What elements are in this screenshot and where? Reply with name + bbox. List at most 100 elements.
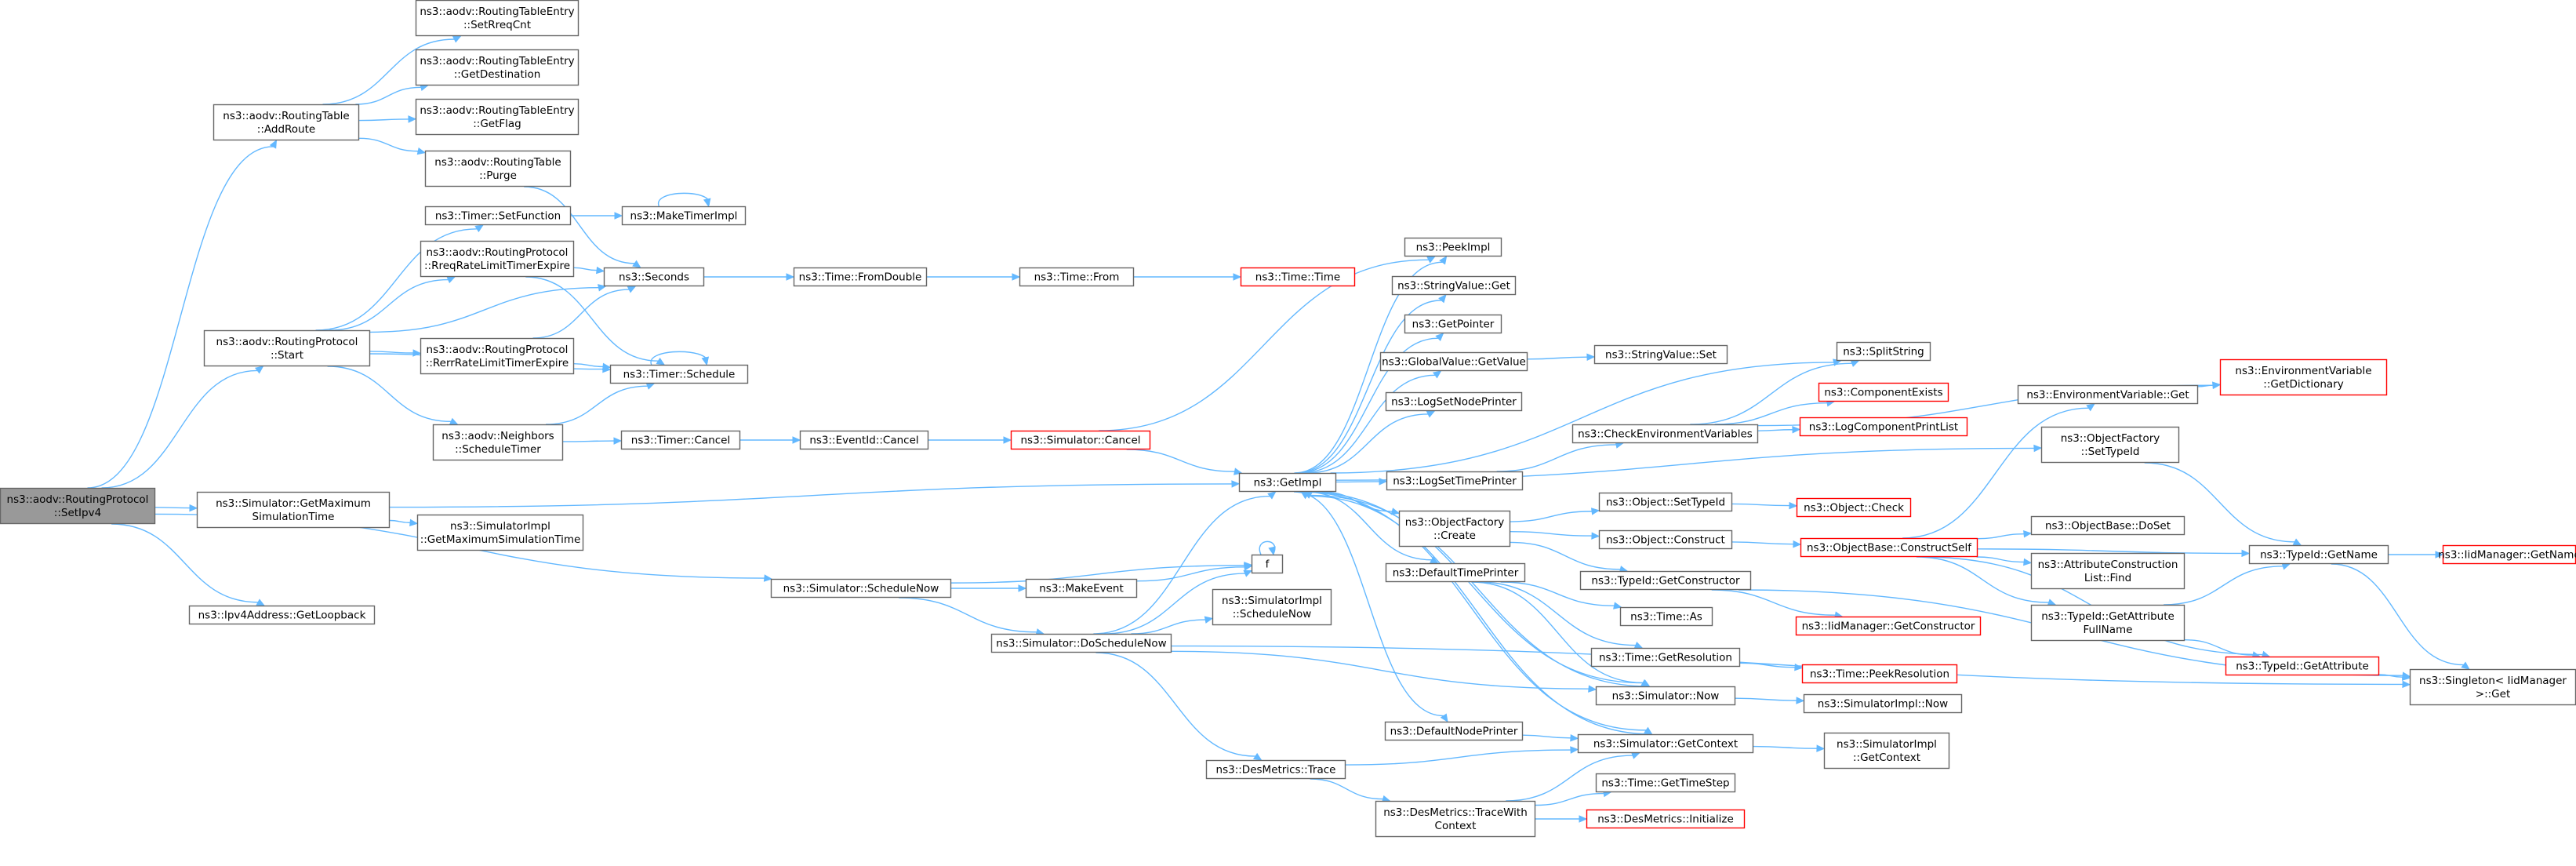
node-iidgetname[interactable]: ns3::IidManager::GetName bbox=[2438, 544, 2576, 565]
node-box[interactable] bbox=[1823, 732, 1950, 770]
node-box[interactable] bbox=[1379, 351, 1528, 372]
node-box[interactable] bbox=[424, 150, 572, 187]
node-box[interactable] bbox=[1577, 733, 1754, 754]
node-box[interactable] bbox=[1619, 606, 1713, 627]
node-box[interactable] bbox=[1800, 537, 1978, 558]
node-box[interactable] bbox=[1593, 344, 1728, 365]
node-getmaxsim[interactable]: ns3::Simulator::GetMaximumSimulationTime bbox=[196, 491, 391, 529]
node-box[interactable] bbox=[420, 240, 575, 278]
node-box[interactable] bbox=[1251, 554, 1284, 574]
node-box[interactable] bbox=[799, 430, 929, 450]
node-dosset[interactable]: ns3::ObjectBase::DoSet bbox=[2030, 515, 2185, 536]
node-box[interactable] bbox=[196, 491, 391, 529]
node-getloopback[interactable]: ns3::Ipv4Address::GetLoopback bbox=[188, 605, 376, 625]
node-box[interactable] bbox=[1795, 616, 1982, 636]
node-box[interactable] bbox=[1205, 759, 1346, 780]
node-box[interactable] bbox=[621, 206, 747, 226]
node-peekimpl[interactable]: ns3::PeekImpl bbox=[1404, 237, 1502, 257]
node-logcomplist[interactable]: ns3::LogComponentPrintList bbox=[1799, 417, 1968, 437]
node-objcheck[interactable]: ns3::Object::Check bbox=[1796, 497, 1912, 518]
node-box[interactable] bbox=[420, 337, 575, 375]
node-box[interactable] bbox=[188, 605, 376, 625]
node-simnow[interactable]: ns3::Simulator::Now bbox=[1595, 686, 1736, 706]
node-gettimestep[interactable]: ns3::Time::GetTimeStep bbox=[1595, 773, 1736, 793]
node-box[interactable] bbox=[1385, 562, 1526, 583]
node-box[interactable] bbox=[1212, 588, 1332, 626]
node-setipv4[interactable]: ns3::aodv::RoutingProtocol::SetIpv4 bbox=[0, 487, 156, 525]
node-box[interactable] bbox=[620, 430, 741, 450]
node-getresolution[interactable]: ns3::Time::GetResolution bbox=[1590, 647, 1741, 668]
node-addroute[interactable]: ns3::aodv::RoutingTable::AddRoute bbox=[213, 104, 360, 141]
node-box[interactable] bbox=[990, 633, 1172, 653]
node-box[interactable] bbox=[1238, 472, 1337, 493]
node-box[interactable] bbox=[1598, 492, 1733, 512]
node-box[interactable] bbox=[1404, 237, 1502, 257]
node-box[interactable] bbox=[2219, 358, 2388, 396]
node-splitstring[interactable]: ns3::SplitString bbox=[1836, 341, 1931, 362]
node-start[interactable]: ns3::aodv::RoutingProtocol::Start bbox=[203, 329, 371, 367]
node-objsettypeid[interactable]: ns3::Object::SetTypeId bbox=[1598, 492, 1733, 512]
node-box[interactable] bbox=[1590, 647, 1741, 668]
node-logsettime[interactable]: ns3::LogSetTimePrinter bbox=[1386, 471, 1524, 491]
node-box[interactable] bbox=[1595, 686, 1736, 706]
node-timetime[interactable]: ns3::Time::Time bbox=[1240, 267, 1356, 287]
node-checkenv[interactable]: ns3::CheckEnvironmentVariables bbox=[1571, 424, 1759, 444]
node-doschedulenow[interactable]: ns3::Simulator::DoScheduleNow bbox=[990, 633, 1172, 653]
node-objconstruct[interactable]: ns3::Object::Construct bbox=[1598, 529, 1733, 550]
node-box[interactable] bbox=[2030, 604, 2185, 642]
node-box[interactable] bbox=[0, 487, 156, 525]
node-typeidgetattr[interactable]: ns3::TypeId::GetAttribute bbox=[2225, 656, 2380, 676]
node-box[interactable] bbox=[2017, 384, 2199, 405]
node-schedulenow[interactable]: ns3::Simulator::ScheduleNow bbox=[770, 578, 952, 599]
node-box[interactable] bbox=[603, 267, 705, 287]
node-box[interactable] bbox=[1025, 578, 1138, 599]
node-rerrrate[interactable]: ns3::aodv::RoutingProtocol::RerrRateLimi… bbox=[420, 337, 575, 375]
node-getcontext[interactable]: ns3::Simulator::GetContext bbox=[1577, 733, 1754, 754]
node-componentexists[interactable]: ns3::ComponentExists bbox=[1818, 382, 1949, 402]
node-seconds[interactable]: ns3::Seconds bbox=[603, 267, 705, 287]
node-box[interactable] bbox=[415, 49, 580, 86]
node-box[interactable] bbox=[415, 98, 580, 136]
node-simimplgetmax[interactable]: ns3::SimulatorImpl::GetMaximumSimulation… bbox=[416, 514, 584, 551]
node-eventidcancel[interactable]: ns3::EventId::Cancel bbox=[799, 430, 929, 450]
node-box[interactable] bbox=[1384, 721, 1524, 741]
node-constructself[interactable]: ns3::ObjectBase::ConstructSelf bbox=[1800, 537, 1978, 558]
node-box[interactable] bbox=[1019, 267, 1135, 287]
node-getconstructor[interactable]: ns3::TypeId::GetConstructor bbox=[1579, 570, 1752, 591]
node-box[interactable] bbox=[1385, 391, 1523, 412]
node-box[interactable] bbox=[415, 0, 580, 37]
node-simcancel[interactable]: ns3::Simulator::Cancel bbox=[1010, 430, 1151, 450]
node-box[interactable] bbox=[203, 329, 371, 367]
node-box[interactable] bbox=[1398, 510, 1511, 548]
node-box[interactable] bbox=[1799, 417, 1968, 437]
node-getflag[interactable]: ns3::aodv::RoutingTableEntry::GetFlag bbox=[415, 98, 580, 136]
node-getimpl[interactable]: ns3::GetImpl bbox=[1238, 472, 1337, 493]
node-getdest[interactable]: ns3::aodv::RoutingTableEntry::GetDestina… bbox=[415, 49, 580, 86]
node-box[interactable] bbox=[2030, 515, 2185, 536]
node-box[interactable] bbox=[1598, 529, 1733, 550]
node-stringvalueget[interactable]: ns3::StringValue::Get bbox=[1391, 275, 1517, 296]
node-box[interactable] bbox=[770, 578, 952, 599]
node-purge[interactable]: ns3::aodv::RoutingTable::Purge bbox=[424, 150, 572, 187]
node-f[interactable]: f bbox=[1251, 554, 1284, 574]
node-iidgetconstructor[interactable]: ns3::IidManager::GetConstructor bbox=[1795, 616, 1982, 636]
node-box[interactable] bbox=[1586, 809, 1746, 829]
node-box[interactable] bbox=[424, 206, 572, 226]
node-typeidgetname[interactable]: ns3::TypeId::GetName bbox=[2248, 544, 2389, 565]
node-getpointer[interactable]: ns3::GetPointer bbox=[1404, 314, 1502, 334]
node-box[interactable] bbox=[609, 364, 749, 384]
node-desmetricstrace[interactable]: ns3::DesMetrics::Trace bbox=[1205, 759, 1346, 780]
node-box[interactable] bbox=[1818, 382, 1949, 402]
node-setfunction[interactable]: ns3::Timer::SetFunction bbox=[424, 206, 572, 226]
node-box[interactable] bbox=[432, 424, 564, 461]
node-box[interactable] bbox=[1579, 570, 1752, 591]
node-box[interactable] bbox=[213, 104, 360, 141]
node-desinit[interactable]: ns3::DesMetrics::Initialize bbox=[1586, 809, 1746, 829]
node-box[interactable] bbox=[2030, 552, 2185, 590]
node-stringvalueset[interactable]: ns3::StringValue::Set bbox=[1593, 344, 1728, 365]
node-envdict[interactable]: ns3::EnvironmentVariable::GetDictionary bbox=[2219, 358, 2388, 396]
node-timerschedule[interactable]: ns3::Timer::Schedule bbox=[609, 364, 749, 384]
node-maketimerimpl[interactable]: ns3::MakeTimerImpl bbox=[621, 206, 747, 226]
